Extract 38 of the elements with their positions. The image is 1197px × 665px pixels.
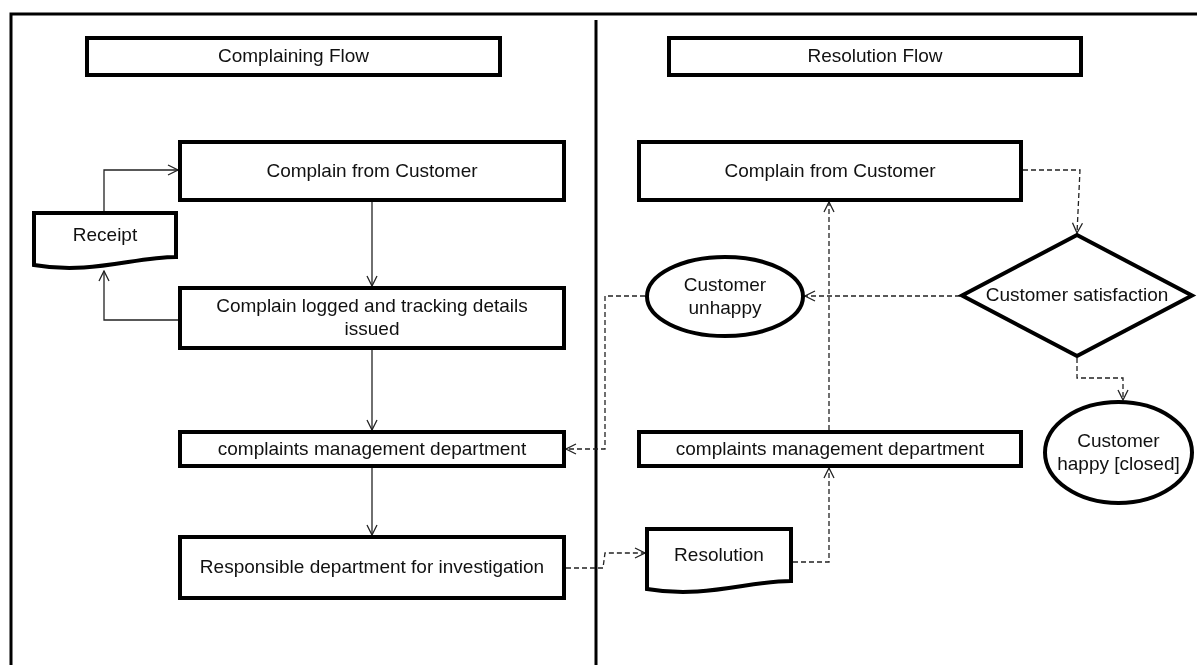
node-label: Customer happy [closed] (1056, 429, 1181, 476)
arrow (366, 467, 378, 536)
arrow (366, 201, 378, 287)
arrow (103, 164, 179, 212)
process-box (178, 430, 566, 468)
process-box (178, 535, 566, 600)
dashed-arrow (823, 201, 835, 431)
dashed-arrow (565, 547, 646, 569)
document-shape (32, 211, 178, 271)
terminal-ellipse (645, 255, 805, 338)
decision-diamond (960, 233, 1194, 358)
node-label: Customer satisfaction (985, 284, 1169, 307)
node-label: Receipt (72, 223, 138, 247)
arrow (98, 270, 179, 321)
dashed-arrow (1022, 169, 1084, 234)
terminal-ellipse (1043, 400, 1194, 505)
dashed-arrow (565, 295, 646, 455)
dashed-arrow (792, 467, 835, 563)
node-label: Complain from Customer (724, 159, 936, 183)
process-box (85, 36, 502, 77)
dashed-arrow (1076, 357, 1129, 401)
node-label: Resolution Flow (807, 45, 943, 68)
node-label: Customer unhappy (682, 273, 768, 320)
process-box (667, 36, 1083, 77)
node-label: complaints management department (675, 437, 985, 461)
document-shape (645, 527, 793, 595)
dashed-arrow (804, 290, 961, 302)
arrow (366, 349, 378, 431)
node-label: complaints management department (217, 437, 527, 461)
node-label: Complain from Customer (266, 159, 478, 183)
node-label: Complaining Flow (218, 45, 369, 68)
node-label: Responsible department for investigation (199, 556, 545, 579)
node-label: Resolution (674, 543, 764, 567)
node-label: Complain logged and tracking details issued (215, 295, 529, 341)
process-box (178, 140, 566, 202)
process-box (178, 286, 566, 350)
process-box (637, 140, 1023, 202)
process-box (637, 430, 1023, 468)
